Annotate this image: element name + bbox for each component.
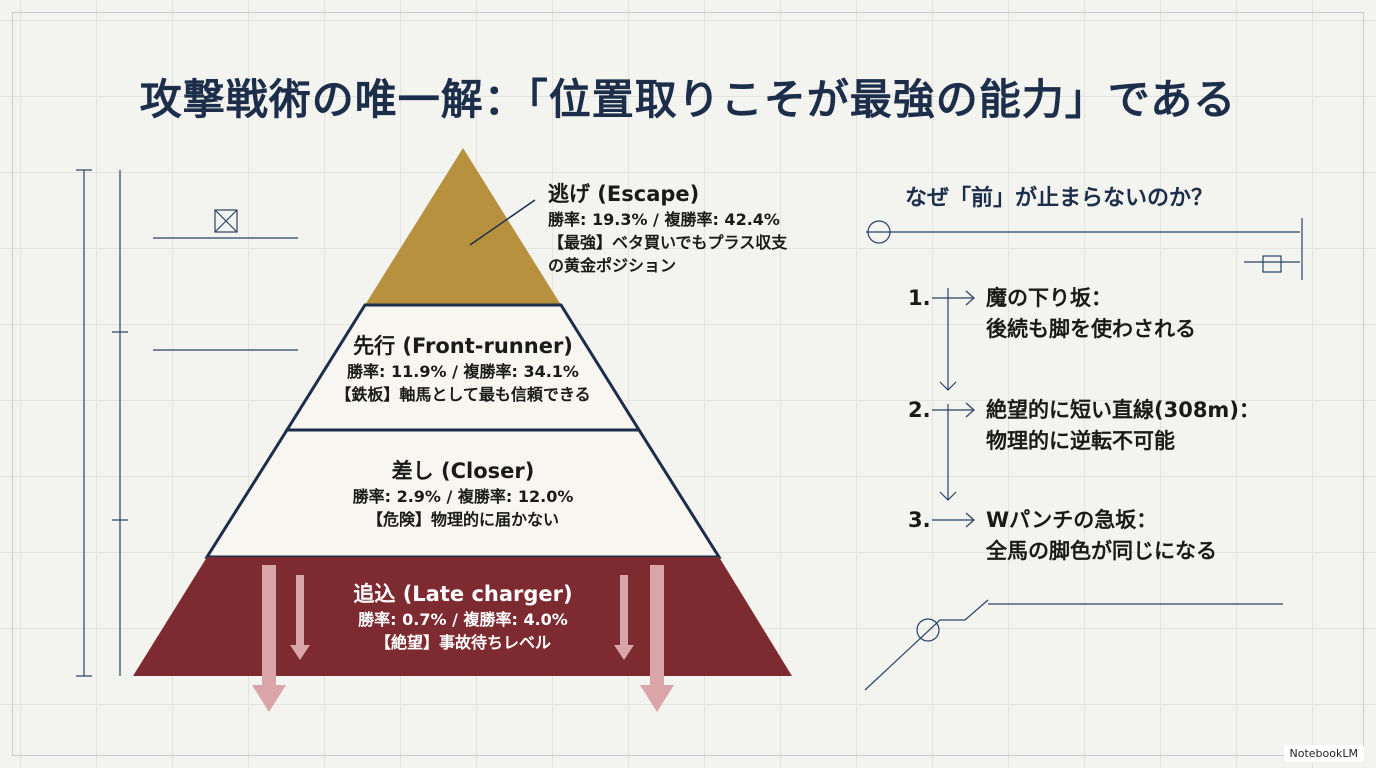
- page-title: 攻撃戦術の唯一解：「位置取りこそが最強の能力」である: [139, 75, 1237, 124]
- blueprint-lines: [76, 169, 1303, 691]
- tier-closer-label: 差し (Closer) 勝率: 2.9% / 複勝率: 12.0% 【危険】物理…: [352, 459, 574, 529]
- question-heading: なぜ「前」が止まらないのか？: [905, 186, 1214, 211]
- tier-escape-label: 逃げ (Escape) 勝率: 19.3% / 複勝率: 42.4% 【最強】ベ…: [548, 182, 788, 275]
- tier-front-label: 先行 (Front-runner) 勝率: 11.9% / 複勝率: 34.1%…: [335, 334, 591, 404]
- notebooklm-badge: NotebookLM: [1283, 745, 1364, 762]
- escape-pointer-arrow: [469, 199, 536, 246]
- down-arrows: [252, 565, 674, 712]
- tier-late-label: 追込 (Late charger) 勝率: 0.7% / 複勝率: 4.0% 【…: [353, 582, 573, 652]
- frame: [12, 12, 1364, 756]
- pyramid-tier-escape: [365, 148, 561, 305]
